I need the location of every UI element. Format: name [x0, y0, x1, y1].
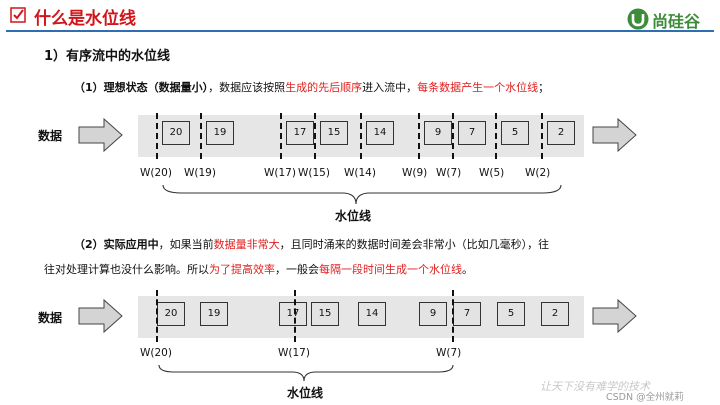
stream2-watermark-label: W(20) — [140, 347, 172, 359]
stream1-watermark-marker — [200, 113, 202, 159]
ideal-text-a: ，数据应该按照 — [208, 81, 286, 94]
stream1-event-box: 17 — [286, 121, 314, 145]
stream1-label: 数据 — [38, 129, 63, 143]
stream2-watermark-label: W(17) — [278, 347, 310, 359]
practical-text-b: ，且同时涌来的数据时间差会非常小（比如几毫秒），往 — [279, 238, 550, 251]
practical-label: （2）实际应用中 — [74, 238, 159, 251]
stream2-event-box: 2 — [541, 302, 569, 326]
footer-csdn-credit: CSDN @全州就莉 — [606, 392, 684, 403]
ideal-red-b: 每条数据产生一个水位线 — [417, 81, 539, 94]
stream1-event-box: 2 — [547, 121, 575, 145]
stream1-watermark-label: W(14) — [344, 167, 376, 179]
stream2-event-box: 14 — [358, 302, 386, 326]
stream1-watermark-label: W(7) — [436, 167, 462, 179]
stream1-watermark-marker — [452, 113, 454, 159]
footer-slogan: 让天下没有难学的技术 — [540, 380, 650, 393]
stream2-watermark-marker — [452, 290, 454, 342]
stream1-output-arrow-icon — [592, 117, 637, 153]
paragraph-practical-line2: 往对处理计算也没什么影响。所以为了提高效率，一般会每隔一段时间生成一个水位线。 — [44, 259, 473, 281]
stream1-watermark-label: W(2) — [525, 167, 551, 179]
stream1-event-box: 9 — [424, 121, 452, 145]
stream1-watermark-label: W(9) — [402, 167, 428, 179]
stream1-watermark-marker — [360, 113, 362, 159]
stream1-watermark-label: W(5) — [479, 167, 505, 179]
stream2-watermark-marker — [294, 290, 296, 342]
stream2-event-box: 15 — [311, 302, 339, 326]
stream1-watermark-marker — [314, 113, 316, 159]
practical-text-c: 往对处理计算也没什么影响。所以 — [44, 263, 209, 276]
stream1-watermark-label: W(15) — [298, 167, 330, 179]
stream2-event-box: 9 — [419, 302, 447, 326]
practical-red-c: 每隔一段时间生成一个水位线 — [319, 263, 462, 276]
stream2-brace — [158, 364, 454, 382]
stream1-brace — [162, 184, 562, 205]
title-divider — [6, 30, 714, 32]
stream1-watermark-marker — [156, 113, 158, 159]
ideal-text-c: ； — [538, 81, 550, 94]
stream2-event-box: 5 — [497, 302, 525, 326]
brand-logo-text: 尚硅谷 — [652, 12, 701, 31]
stream2-event-box: 20 — [157, 302, 185, 326]
stream1-event-box: 5 — [501, 121, 529, 145]
practical-text-d: ，一般会 — [275, 263, 319, 276]
stream1-event-box: 14 — [366, 121, 394, 145]
stream2-label: 数据 — [38, 311, 63, 325]
stream1-caption: 水位线 — [335, 209, 372, 223]
paragraph-ideal: （1）理想状态（数据量小），数据应该按照生成的先后顺序进入流中，每条数据产生一个… — [74, 77, 549, 99]
stream2-watermark-marker — [156, 290, 158, 342]
stream2-event-box: 17 — [279, 302, 307, 326]
stream1-watermark-label: W(20) — [140, 167, 172, 179]
stream1-event-box: 7 — [458, 121, 486, 145]
stream1-event-box: 20 — [162, 121, 190, 145]
page-title: 什么是水位线 — [34, 9, 136, 29]
brand-logo-icon — [627, 8, 649, 30]
stream2-output-arrow-icon — [592, 298, 637, 334]
practical-text-e: 。 — [462, 263, 473, 276]
practical-red-b: 为了提高效率 — [209, 263, 275, 276]
stream1-watermark-marker — [541, 113, 543, 159]
stream1-watermark-marker — [418, 113, 420, 159]
stream1-watermark-label: W(19) — [184, 167, 216, 179]
practical-red-a: 数据量非常大 — [213, 238, 280, 251]
stream1-input-arrow-icon — [78, 117, 123, 153]
stream1-watermark-marker — [495, 113, 497, 159]
stream2-watermark-label: W(7) — [436, 347, 462, 359]
paragraph-practical-line1: （2）实际应用中，如果当前数据量非常大，且同时涌来的数据时间差会非常小（比如几毫… — [74, 234, 549, 256]
stream1-event-box: 15 — [320, 121, 348, 145]
stream1-watermark-marker — [280, 113, 282, 159]
stream2-event-box: 19 — [200, 302, 228, 326]
ideal-label: （1）理想状态（数据量小） — [74, 81, 209, 94]
stream2-event-box: 7 — [453, 302, 481, 326]
ideal-text-b: 进入流中， — [362, 81, 418, 94]
stream2-input-arrow-icon — [78, 298, 123, 334]
section-heading: 1）有序流中的水位线 — [44, 49, 171, 64]
checkbox-icon — [10, 7, 26, 23]
stream1-event-box: 19 — [206, 121, 234, 145]
ideal-red-a: 生成的先后顺序 — [285, 81, 363, 94]
stream2-caption: 水位线 — [287, 386, 324, 400]
practical-text-a: ，如果当前 — [158, 238, 214, 251]
stream1-watermark-label: W(17) — [264, 167, 296, 179]
